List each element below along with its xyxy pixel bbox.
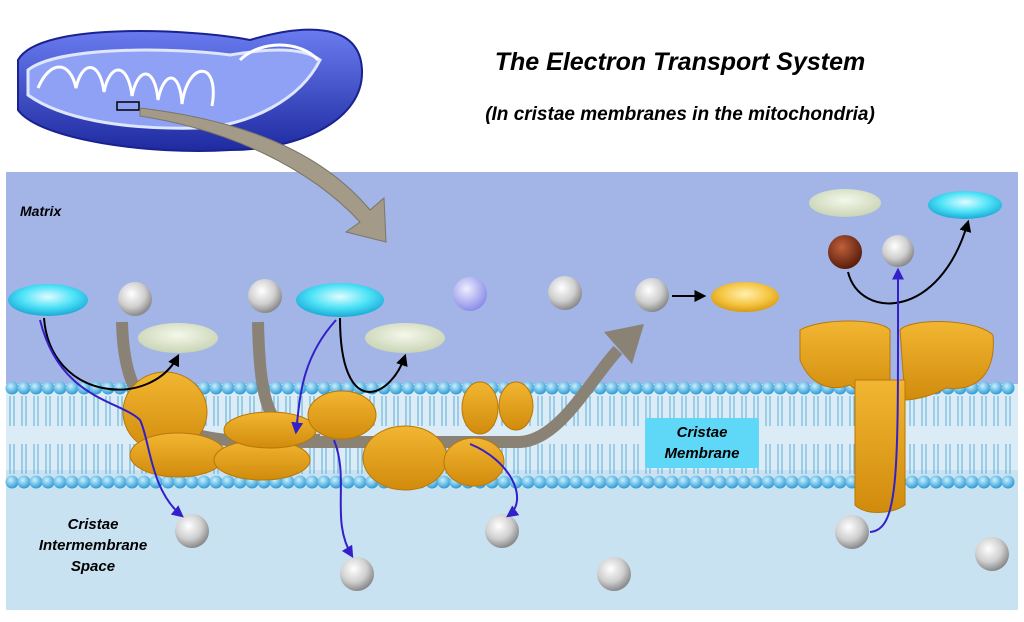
proton-pump-arrow-1 <box>39 319 184 518</box>
atp-synthase-proton-arrow <box>869 267 905 533</box>
adp-oval <box>809 189 881 217</box>
zoom-arrow <box>139 107 387 243</box>
diagram-title: The Electron Transport System <box>494 48 866 76</box>
proton-pump-arrow-2 <box>291 319 337 435</box>
proton-balls <box>118 235 1009 591</box>
nadh-oxidation-arrow-2 <box>339 317 408 393</box>
mitochondrion-icon <box>17 28 364 152</box>
nadh-carrier <box>8 284 88 316</box>
nad-oval <box>138 323 218 353</box>
protein-complex-3 <box>362 381 534 491</box>
nadh-oxidation-arrow <box>43 317 180 391</box>
proton-pump-arrow-3 <box>333 439 354 559</box>
proton-pump-arrow-4 <box>469 443 520 518</box>
intermembrane-space-label: Cristae Intermembrane Space <box>38 516 148 575</box>
atp-synthase <box>799 320 994 513</box>
protein-complex-2 <box>213 390 377 481</box>
nad-oval-2 <box>365 323 445 353</box>
water-oval <box>711 282 779 312</box>
atp-synthesis-arrow <box>847 219 972 305</box>
diagram-subtitle: (In cristae membranes in the mitochondri… <box>485 104 875 125</box>
matrix-label: Matrix <box>20 203 62 219</box>
nadh-carrier-2 <box>296 283 384 317</box>
phosphate-ball <box>828 235 862 269</box>
cristae-membrane-label: Cristae Membrane <box>645 418 759 468</box>
atp-carrier <box>928 191 1002 219</box>
electron-ball <box>453 277 487 311</box>
